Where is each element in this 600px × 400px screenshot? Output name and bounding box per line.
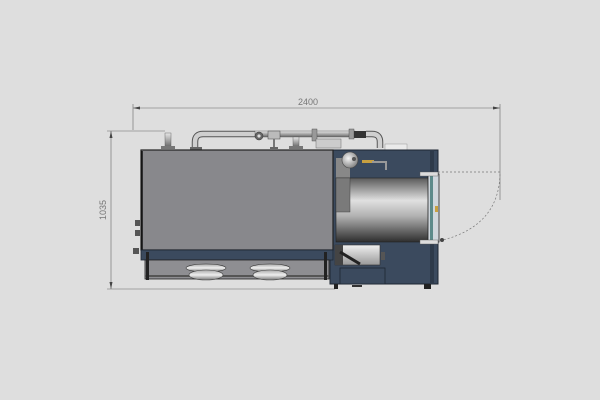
lower-components xyxy=(334,244,431,289)
door-swing-arc xyxy=(438,171,501,241)
expansion-vessel xyxy=(336,151,387,180)
burner-cylinder xyxy=(335,177,430,243)
inspection-hatch-right xyxy=(249,263,291,281)
height-dimension: 1035 xyxy=(98,130,335,290)
tank-body xyxy=(133,149,334,280)
height-dimension-label: 1035 xyxy=(98,200,108,220)
width-dimension: 2400 xyxy=(132,97,501,200)
width-dimension-label: 2400 xyxy=(298,97,318,107)
front-door xyxy=(419,171,444,245)
pipework xyxy=(161,128,408,151)
inspection-hatch-left xyxy=(185,263,227,281)
